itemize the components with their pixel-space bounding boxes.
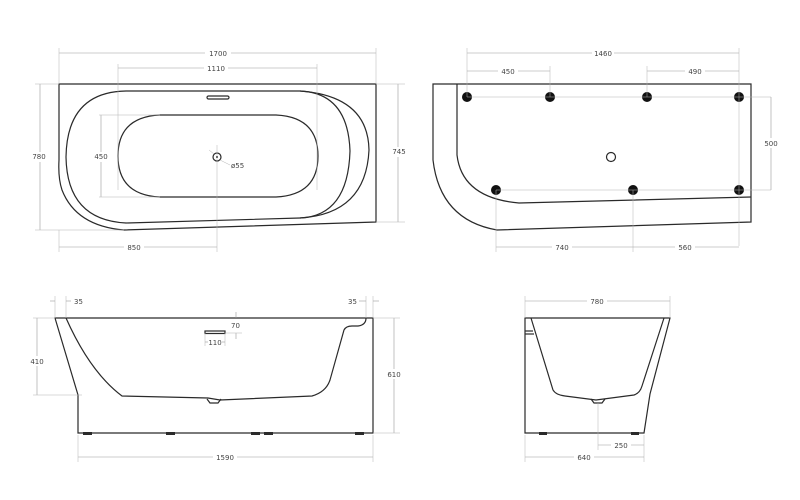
dim-overflow-depth: 70 [231, 322, 240, 330]
bottom-view: 1460 450 490 500 740 560 [432, 48, 782, 252]
dim-overflow-width: 110 [208, 339, 221, 347]
dim-inner-width: 450 [94, 153, 107, 161]
front-view: 35 35 70 110 410 610 1590 [28, 296, 403, 462]
top-view: 1700 1110 780 450 745 850 ø55 [30, 48, 408, 252]
dim-right-rim: 35 [348, 298, 357, 306]
drain-icon [605, 151, 617, 163]
dim-top-width: 780 [590, 298, 603, 306]
dim-total-height: 610 [387, 371, 400, 379]
dim-overall-length: 1700 [209, 50, 227, 58]
dim-lower-left-spacing: 740 [555, 244, 568, 252]
dim-left-rim: 35 [74, 298, 83, 306]
dim-drain-offset-side: 250 [614, 442, 627, 450]
dim-right-foot-spacing: 490 [688, 68, 701, 76]
dim-foot-span: 1460 [594, 50, 612, 58]
dim-left-foot-spacing: 450 [501, 68, 514, 76]
dim-inner-length: 1110 [207, 65, 225, 73]
dim-lower-right-spacing: 560 [678, 244, 691, 252]
dim-foot-row-spacing: 500 [764, 140, 777, 148]
dim-skirt-height: 410 [30, 358, 43, 366]
side-view: 780 250 640 [524, 296, 671, 462]
dim-drain-diameter: ø55 [231, 162, 244, 170]
dim-right-width: 745 [392, 148, 405, 156]
dim-overall-width: 780 [32, 153, 45, 161]
dim-drain-offset: 850 [127, 244, 140, 252]
dim-base-width: 640 [577, 454, 590, 462]
dim-base-length: 1590 [216, 454, 234, 462]
